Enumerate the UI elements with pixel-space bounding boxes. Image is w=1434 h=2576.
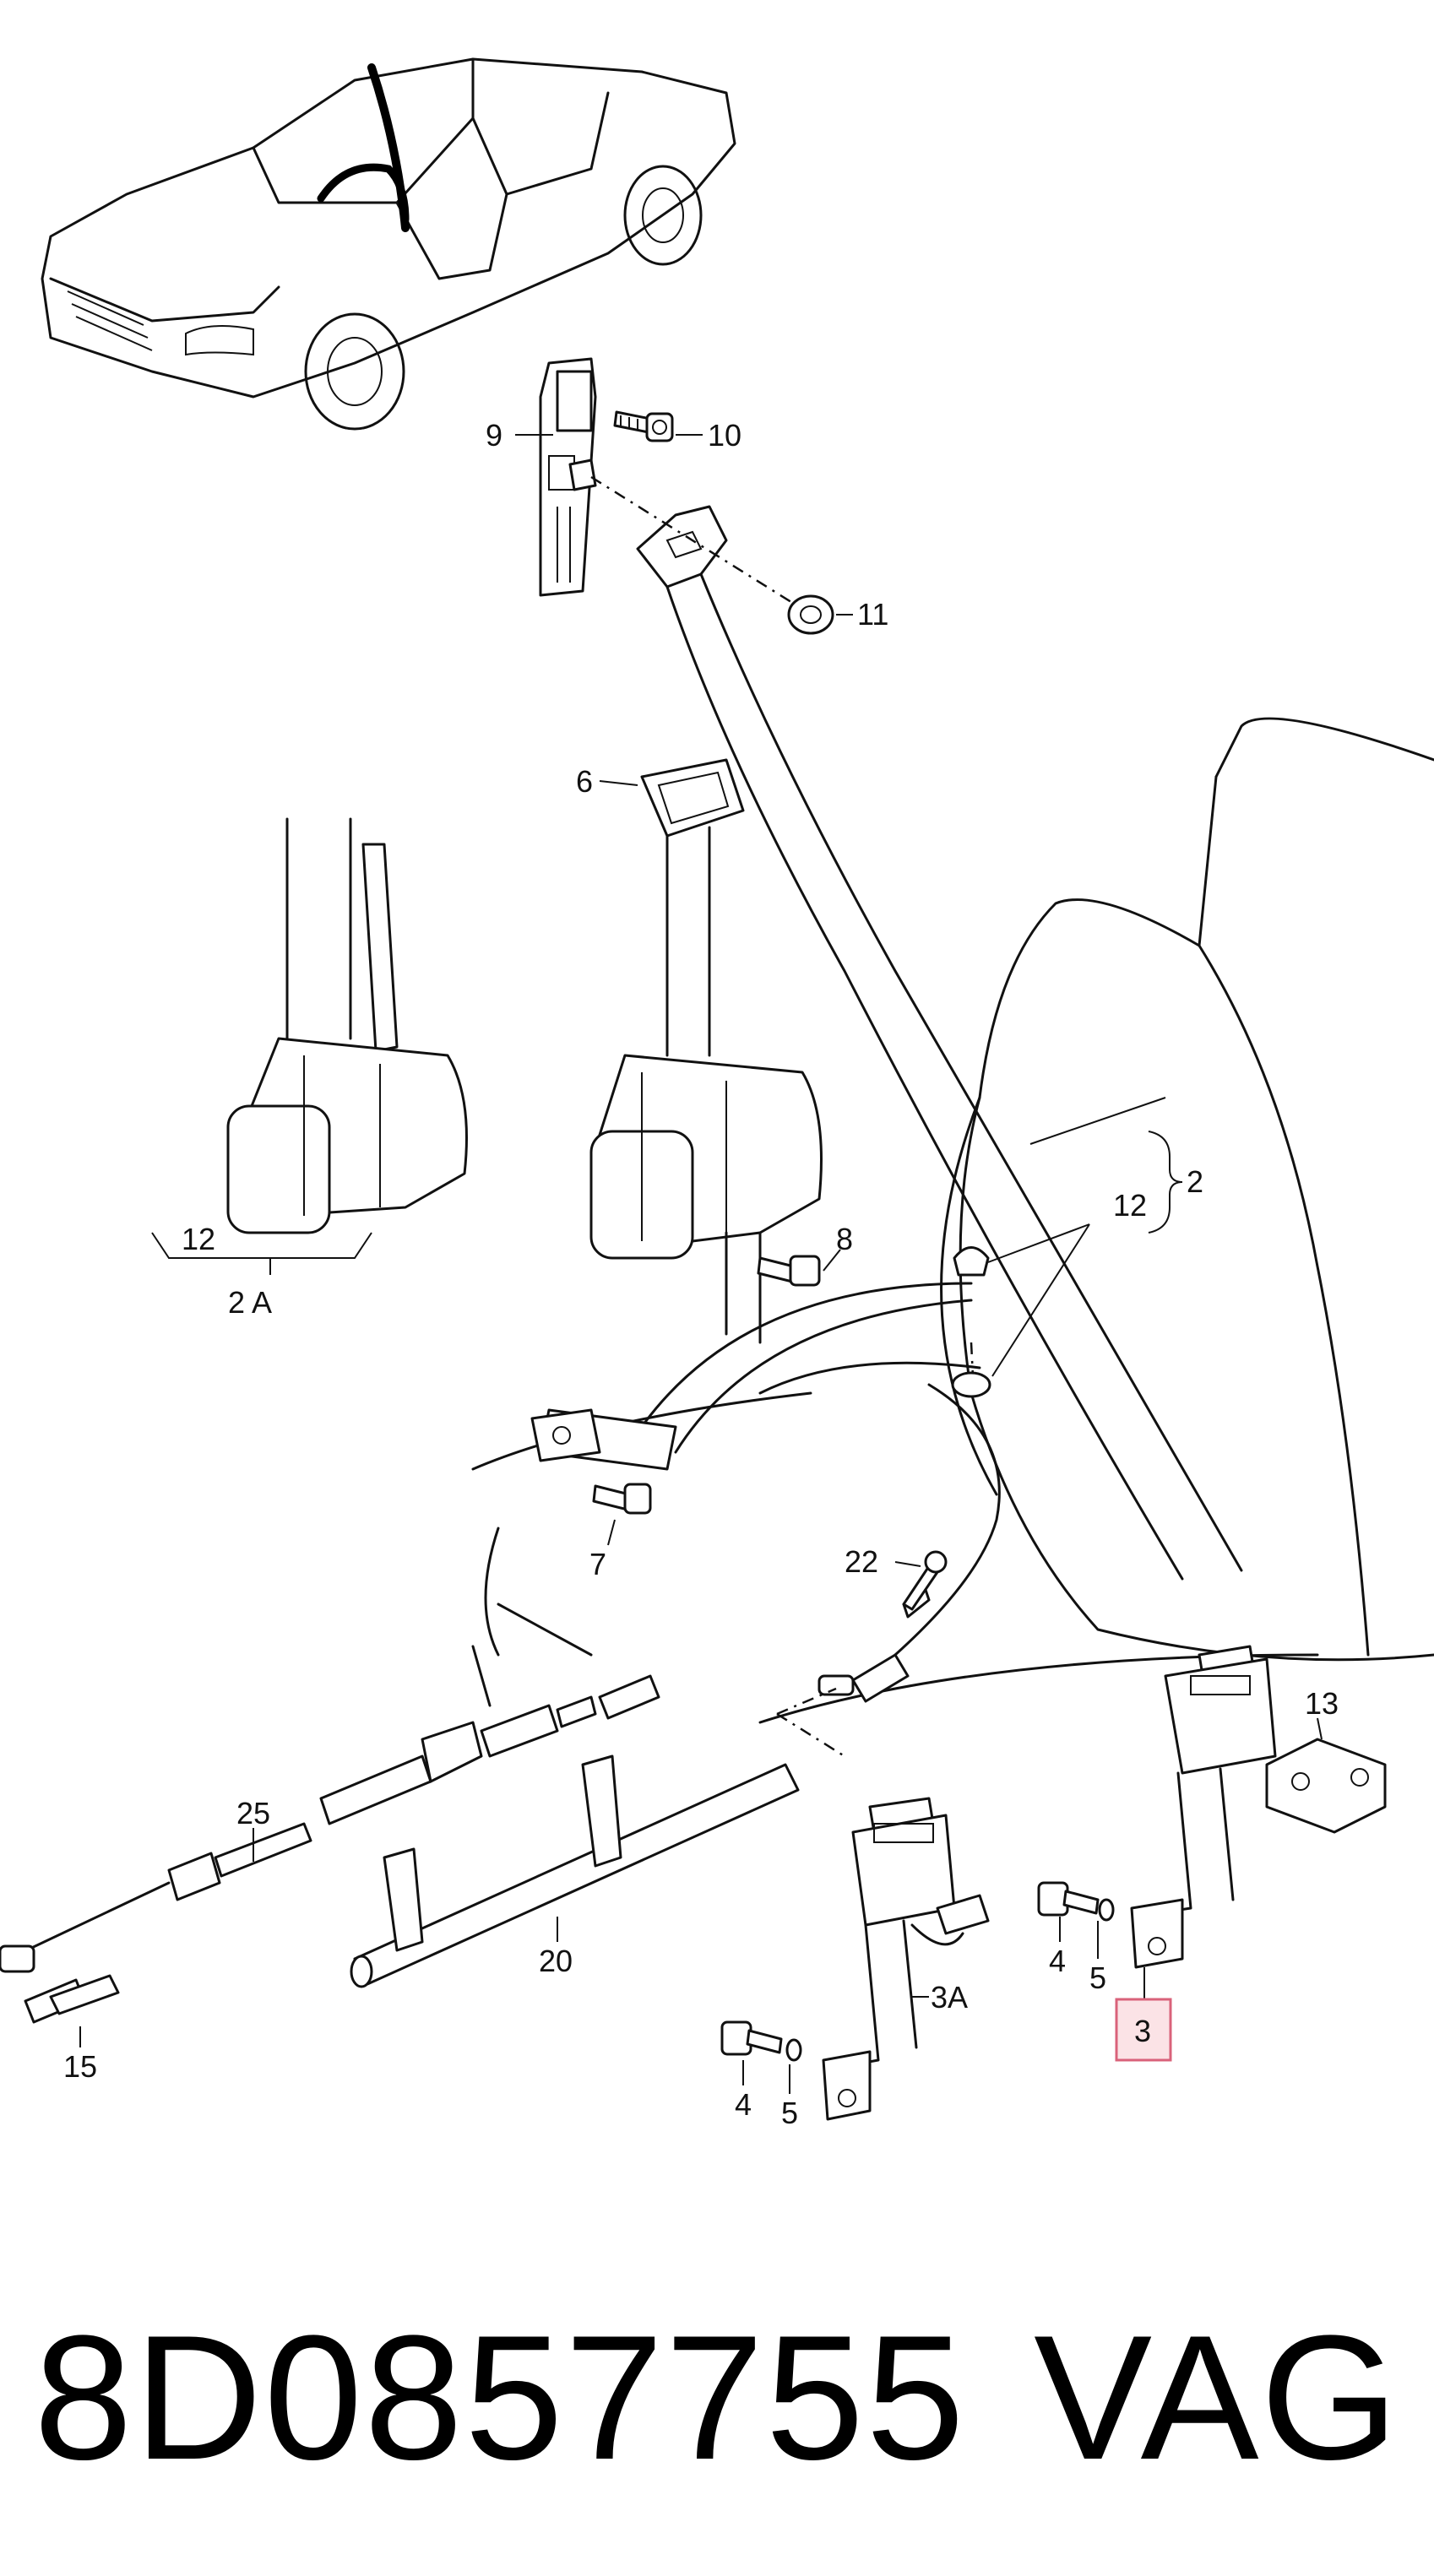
wiring-harness <box>817 1383 1001 1703</box>
callout-6: 6 <box>576 764 593 799</box>
buckle-part-3 <box>1130 1645 1277 1969</box>
callout-22: 22 <box>845 1544 878 1579</box>
inertia-reel-variant-2A <box>226 817 468 1234</box>
anchor-bolt <box>568 458 597 491</box>
connection-lines <box>590 475 975 1758</box>
inertia-reel-retractor <box>589 1054 823 1344</box>
part-number: 8D0857755 <box>34 2298 966 2497</box>
callout-20: 20 <box>539 1944 573 1978</box>
callout-15: 15 <box>63 2049 97 2084</box>
bracket-2A <box>151 1232 372 1275</box>
buckle-part-3A <box>822 1797 990 2121</box>
bracket-part-13 <box>1265 1738 1387 1834</box>
callout-3A: 3A <box>931 1980 968 2015</box>
height-adjuster-part-9 <box>539 357 597 597</box>
part-number-footer: 8D0857755 VAG <box>0 2263 1434 2533</box>
callout-4-left: 4 <box>735 2087 752 2122</box>
callout-13: 13 <box>1305 1686 1339 1721</box>
bolt-part-7 <box>592 1483 652 1515</box>
lap-belt-webbing <box>530 1282 973 1471</box>
fastener-clips-12 <box>951 1223 1090 1398</box>
callout-10: 10 <box>708 418 741 453</box>
callout-2: 2 <box>1187 1164 1203 1199</box>
callout-12-right: 12 <box>1113 1188 1147 1223</box>
callout-11: 11 <box>857 597 888 632</box>
car-overview-illustration <box>41 57 736 431</box>
seat-belt-parts-diagram: 9 10 11 6 2 12 12 2 A 8 7 22 13 25 20 15… <box>0 57 1434 2130</box>
callout-5-right: 5 <box>1089 1960 1106 1995</box>
callout-labels: 9 10 11 6 2 12 12 2 A 8 7 22 13 25 20 15… <box>63 418 1339 2130</box>
bolt-part-8 <box>757 1255 821 1287</box>
callout-3-highlighted: 3 <box>1134 2014 1151 2048</box>
callout-7: 7 <box>589 1547 606 1581</box>
callout-4-right: 4 <box>1049 1944 1066 1978</box>
callout-2A: 2 A <box>228 1285 272 1320</box>
cable-part-25 <box>0 1603 660 1973</box>
shoulder-belt-webbing <box>636 505 1243 1581</box>
callout-25: 25 <box>236 1796 270 1830</box>
highlight-box-part-3 <box>1115 1998 1172 2062</box>
seat-outline <box>471 717 1434 1724</box>
bolt-washer-set-right <box>1037 1881 1115 1922</box>
callout-5-left: 5 <box>781 2096 798 2130</box>
callout-8: 8 <box>836 1222 853 1256</box>
connector-part-15 <box>24 1974 120 2024</box>
nut-part-11 <box>787 594 834 635</box>
bolt-washer-set-left <box>720 2020 802 2062</box>
leader-lines <box>79 434 1323 2094</box>
callout-9: 9 <box>486 418 502 453</box>
screw-part-22 <box>902 1550 948 1611</box>
bolt-part-10 <box>613 410 674 442</box>
brand-name: VAG <box>1034 2298 1400 2497</box>
callout-12-left: 12 <box>182 1222 215 1256</box>
cross-tube-part-20 <box>350 1754 800 1988</box>
belt-guide-part-6 <box>640 758 745 1057</box>
